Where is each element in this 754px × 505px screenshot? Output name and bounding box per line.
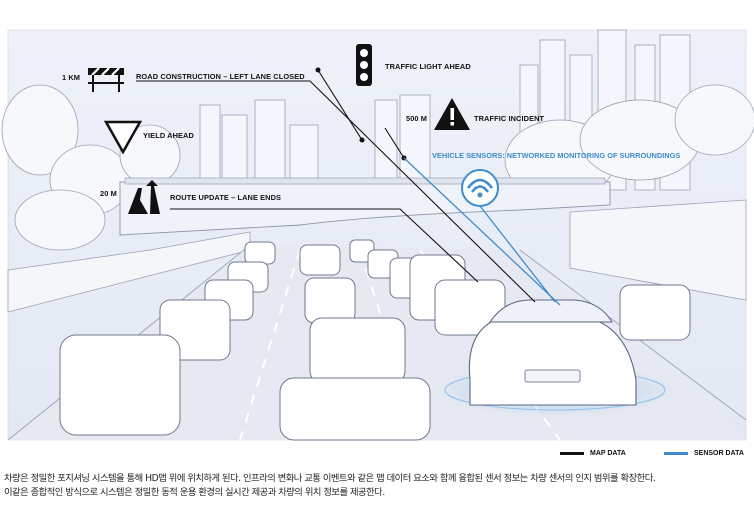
ego-vehicle [435, 299, 675, 416]
lane-ends-icon [128, 180, 160, 214]
road-construction-label: ROAD CONSTRUCTION – LEFT LANE CLOSED [136, 72, 305, 81]
figure-caption: 차량은 정밀한 포지셔닝 시스템을 통해 HD맵 위에 위치하게 된다. 인프라… [4, 472, 752, 500]
legend-sensor-data-label: SENSOR DATA [694, 449, 744, 457]
map-data-lines [136, 69, 536, 303]
traffic-incident-label: TRAFFIC INCIDENT [474, 114, 545, 123]
vehicle-sensors-label: VEHICLE SENSORS: NETWORKED MONITORING OF… [432, 151, 680, 160]
route-update-distance: 20 M [100, 189, 117, 198]
map-data-swatch [560, 451, 584, 455]
road-barrier-icon [88, 67, 124, 92]
legend-map-data: MAP DATA [560, 447, 626, 459]
warning-sign-icon [434, 98, 470, 130]
legend-map-data-label: MAP DATA [590, 449, 626, 457]
road-construction-distance: 1 KM [62, 73, 80, 82]
legend-sensor-data: SENSOR DATA [664, 447, 744, 459]
yield-label: YIELD AHEAD [143, 131, 194, 140]
highway-scene-illustration: 1 KM ROAD CONSTRUCTION – LEFT LANE CLOSE… [1, 29, 754, 441]
traffic-incident-distance: 500 M [406, 114, 427, 123]
route-update-label: ROUTE UPDATE – LANE ENDS [170, 193, 281, 202]
caption-line-2: 이같은 종합적인 방식으로 시스템은 정밀한 동적 운용 환경의 실시간 제공과… [4, 487, 385, 498]
traffic-light-label: TRAFFIC LIGHT AHEAD [385, 62, 471, 71]
sensor-data-swatch [664, 451, 688, 455]
sensor-data-lines [403, 157, 561, 306]
yield-sign-icon [103, 120, 143, 155]
caption-line-1: 차량은 정밀한 포지셔닝 시스템을 통해 HD맵 위에 위치하게 된다. 인프라… [4, 473, 656, 484]
traffic-cars [59, 239, 691, 441]
sensor-wifi-icon [461, 169, 499, 207]
traffic-light-icon [356, 44, 372, 86]
